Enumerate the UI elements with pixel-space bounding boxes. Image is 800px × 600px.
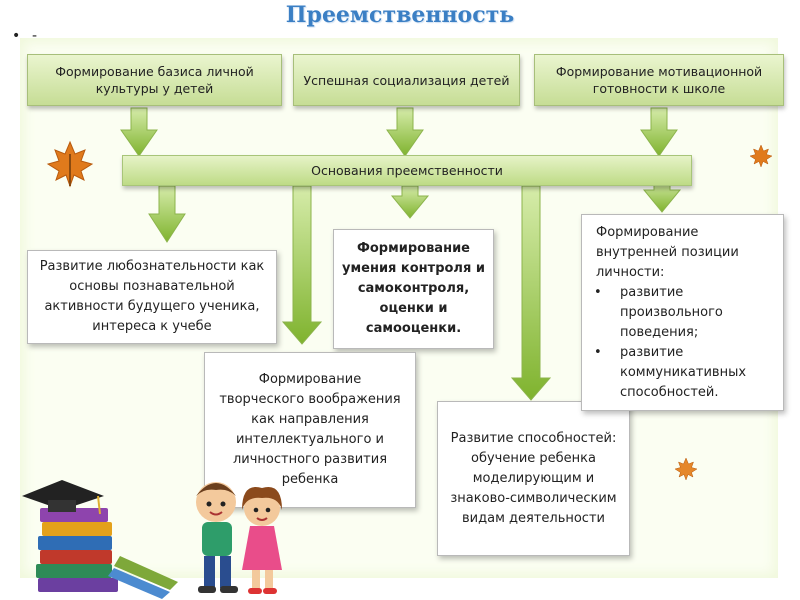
- box-curiosity: Развитие любознательности как основы поз…: [27, 250, 277, 344]
- slide-title: Преемственность: [285, 2, 515, 28]
- arrow-down-icon: [386, 107, 424, 157]
- arrow-down-icon: [120, 107, 158, 157]
- box-creative-imagination: Формирование творческого воображения как…: [204, 352, 416, 508]
- inner-position-title: Формирование внутренней позиции личности…: [596, 225, 739, 280]
- bar-continuity-foundations: Основания преемственности: [122, 155, 692, 186]
- bullet-marker: •: [12, 28, 21, 44]
- arrow-down-icon: [281, 185, 323, 345]
- box-socialization: Успешная социализация детей: [293, 54, 520, 106]
- maple-leaf-icon: [749, 144, 773, 168]
- maple-leaf-icon: [46, 140, 94, 188]
- arrow-down-icon: [640, 107, 678, 157]
- box-inner-position: Формирование внутренней позиции личности…: [581, 214, 784, 411]
- box-motivational-readiness: Формирование мотивационной готовности к …: [534, 54, 784, 106]
- children-illustration: [196, 482, 282, 594]
- arrow-down-icon: [510, 185, 552, 401]
- box-personal-culture: Формирование базиса личной культуры у де…: [27, 54, 282, 106]
- bullet-text: -: [32, 28, 38, 44]
- arrow-down-icon: [390, 185, 430, 219]
- inner-position-list: развитие произвольного поведения; развит…: [586, 283, 779, 403]
- books-graduation-cap-icon: [22, 480, 178, 599]
- list-item: развитие коммуникативных способностей.: [594, 343, 779, 403]
- list-item: развитие произвольного поведения;: [594, 283, 779, 343]
- arrow-down-icon: [148, 185, 186, 243]
- maple-leaf-icon: [674, 457, 698, 481]
- box-self-control: Формирование умения контроля и самоконтр…: [333, 229, 494, 349]
- box-abilities: Развитие способностей: обучение ребенка …: [437, 401, 630, 556]
